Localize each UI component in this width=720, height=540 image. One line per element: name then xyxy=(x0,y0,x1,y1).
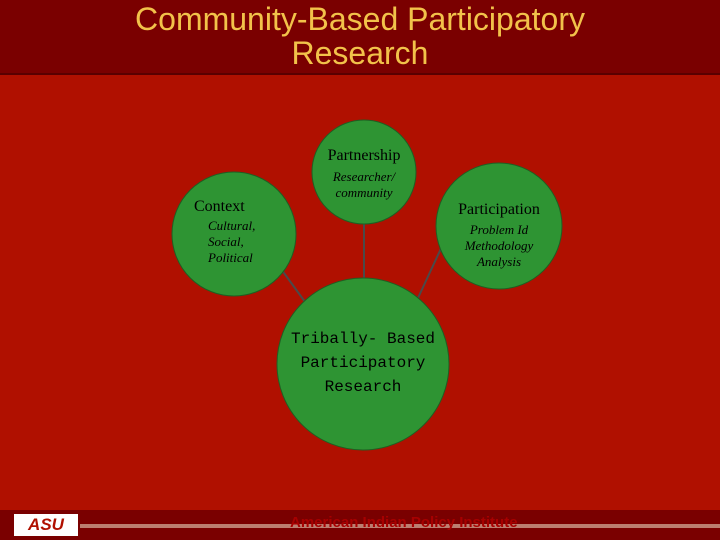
center-line-1: Tribally- Based xyxy=(290,330,436,348)
node-participation: Participation Problem Id Methodology Ana… xyxy=(444,201,554,270)
asu-logo: ASU xyxy=(14,514,78,536)
circle-participation xyxy=(435,162,563,290)
context-sub-3: Political xyxy=(208,250,253,265)
context-sub-1: Cultural, xyxy=(208,218,256,233)
center-line-2: Participatory xyxy=(300,354,426,372)
institute-name: American Indian Policy Institute xyxy=(290,514,518,531)
context-heading: Context xyxy=(194,198,245,215)
partnership-sub-2: community xyxy=(335,185,393,200)
title-line-1: Community-Based Participatory xyxy=(135,1,585,37)
connector-participation-center xyxy=(417,241,445,299)
center-line-3: Research xyxy=(324,378,402,396)
participation-sub-1: Problem Id xyxy=(469,222,529,237)
node-context: Context Cultural, Social, Political xyxy=(188,198,284,266)
circle-context xyxy=(171,171,297,297)
title-bar xyxy=(0,0,720,75)
participation-heading: Participation xyxy=(458,201,540,218)
partnership-heading: Partnership xyxy=(327,147,401,164)
participation-sub-2: Methodology xyxy=(464,238,534,253)
page-title: Community-Based Participatory Research xyxy=(0,0,720,70)
circle-center xyxy=(276,277,450,451)
partnership-sub-1: Researcher/ xyxy=(332,169,396,184)
circle-partnership xyxy=(311,119,417,225)
title-line-2: Research xyxy=(291,35,429,71)
footer-stripe xyxy=(80,524,720,528)
node-partnership: Partnership Researcher/ community xyxy=(314,147,414,201)
context-sub-2: Social, xyxy=(208,234,244,249)
participation-sub-3: Analysis xyxy=(476,254,522,269)
node-center: Tribally- Based Participatory Research xyxy=(283,327,443,399)
